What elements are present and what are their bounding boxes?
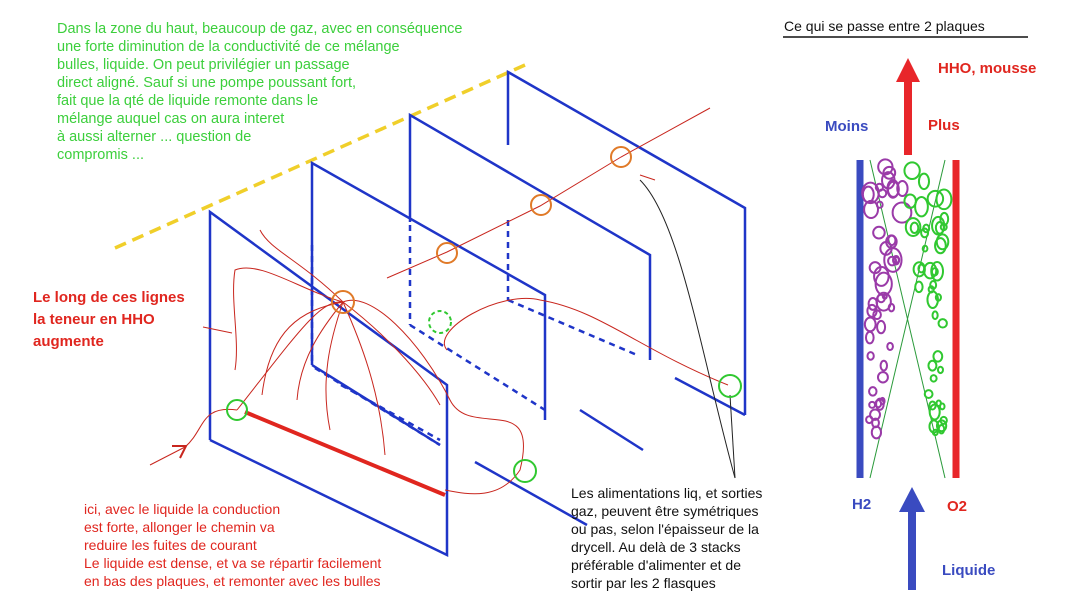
- bubble: [881, 293, 888, 300]
- bubble: [917, 172, 931, 191]
- bubble: [868, 386, 878, 397]
- bubble: [870, 425, 883, 440]
- label-plus: Plus: [928, 117, 960, 134]
- note-bottom-middle: Les alimentations liq, et sorties gaz, p…: [571, 485, 763, 591]
- bubble: [935, 188, 953, 211]
- bubble: [930, 267, 939, 277]
- plate-4: [506, 69, 747, 415]
- bubble: [876, 319, 887, 335]
- bubble: [869, 408, 881, 421]
- bubble: [931, 215, 946, 236]
- bubble: [891, 201, 913, 224]
- inlet-circle: [513, 459, 537, 483]
- bubble: [903, 161, 921, 181]
- hho-arrow-icon: [896, 58, 920, 155]
- right-panel-title: Ce qui se passe entre 2 plaques: [784, 18, 985, 34]
- bubble: [931, 428, 939, 437]
- flow-lines: [149, 107, 729, 495]
- label-hho-mousse: HHO, mousse: [938, 60, 1037, 77]
- bubble: [904, 217, 922, 238]
- bubble: [932, 350, 944, 363]
- bubble: [879, 359, 889, 372]
- bubble: [875, 200, 884, 209]
- bubble: [879, 396, 886, 406]
- bubble: [937, 423, 946, 435]
- bubble: [937, 318, 948, 329]
- inlet-circle: [428, 310, 452, 334]
- bubble: [921, 244, 929, 253]
- bubble: [876, 371, 889, 384]
- label-liquide: Liquide: [942, 562, 996, 579]
- liquid-path: [244, 410, 446, 497]
- bubble: [926, 189, 945, 208]
- bubble: [931, 310, 939, 321]
- bubble: [929, 374, 938, 383]
- bubble: [892, 254, 901, 266]
- bubble: [936, 365, 944, 375]
- plate-1: [208, 209, 449, 557]
- outlet-circle: [331, 290, 355, 314]
- label-moins: Moins: [825, 118, 869, 135]
- bubble: [927, 285, 935, 294]
- label-h2: H2: [852, 496, 872, 513]
- bubble: [868, 400, 877, 409]
- bubble: [934, 237, 947, 255]
- bubble: [882, 165, 897, 180]
- inlet-arrow: [172, 445, 188, 459]
- note-hho-lines: Le long de ces lignes la teneur en HHO a…: [33, 289, 185, 350]
- inlet-circle: [718, 374, 742, 398]
- bubble: [939, 402, 946, 411]
- bubble: [914, 280, 924, 294]
- label-o2: O2: [947, 498, 968, 515]
- bubble: [887, 255, 898, 267]
- bubble: [920, 227, 930, 239]
- bubble: [864, 330, 875, 345]
- bubble: [887, 302, 896, 313]
- bubble: [885, 234, 898, 249]
- bubble: [861, 181, 880, 205]
- bubble: [867, 296, 879, 311]
- bubble: [872, 225, 886, 240]
- inlet-circle: [226, 399, 248, 421]
- note-top-left: Dans la zone du haut, beaucoup de gaz, a…: [57, 21, 463, 163]
- plate-3: [408, 112, 652, 360]
- bubble: [935, 419, 948, 433]
- outlet-circle: [610, 146, 632, 168]
- bubble: [868, 261, 882, 275]
- bubbles: [861, 158, 953, 440]
- bubble: [928, 400, 937, 411]
- bubble: [865, 415, 874, 425]
- bubble: [909, 221, 920, 235]
- bubble: [863, 316, 877, 333]
- plate-2: [310, 160, 547, 420]
- bubble: [896, 180, 909, 198]
- note-bottom-left: ici, avec le liquide la conduction est f…: [84, 501, 382, 589]
- plates: [208, 69, 747, 557]
- outlet-circle: [436, 242, 458, 264]
- bubble: [881, 171, 896, 190]
- outlet-circle: [530, 194, 552, 216]
- bubble: [914, 196, 929, 218]
- bubble: [923, 389, 934, 399]
- bubble: [873, 265, 890, 287]
- bubble: [886, 341, 894, 351]
- bubble: [866, 351, 875, 361]
- bubble: [903, 193, 917, 209]
- bubble: [927, 359, 938, 372]
- liquid-arrow-icon: [899, 487, 925, 590]
- bubble: [917, 263, 926, 274]
